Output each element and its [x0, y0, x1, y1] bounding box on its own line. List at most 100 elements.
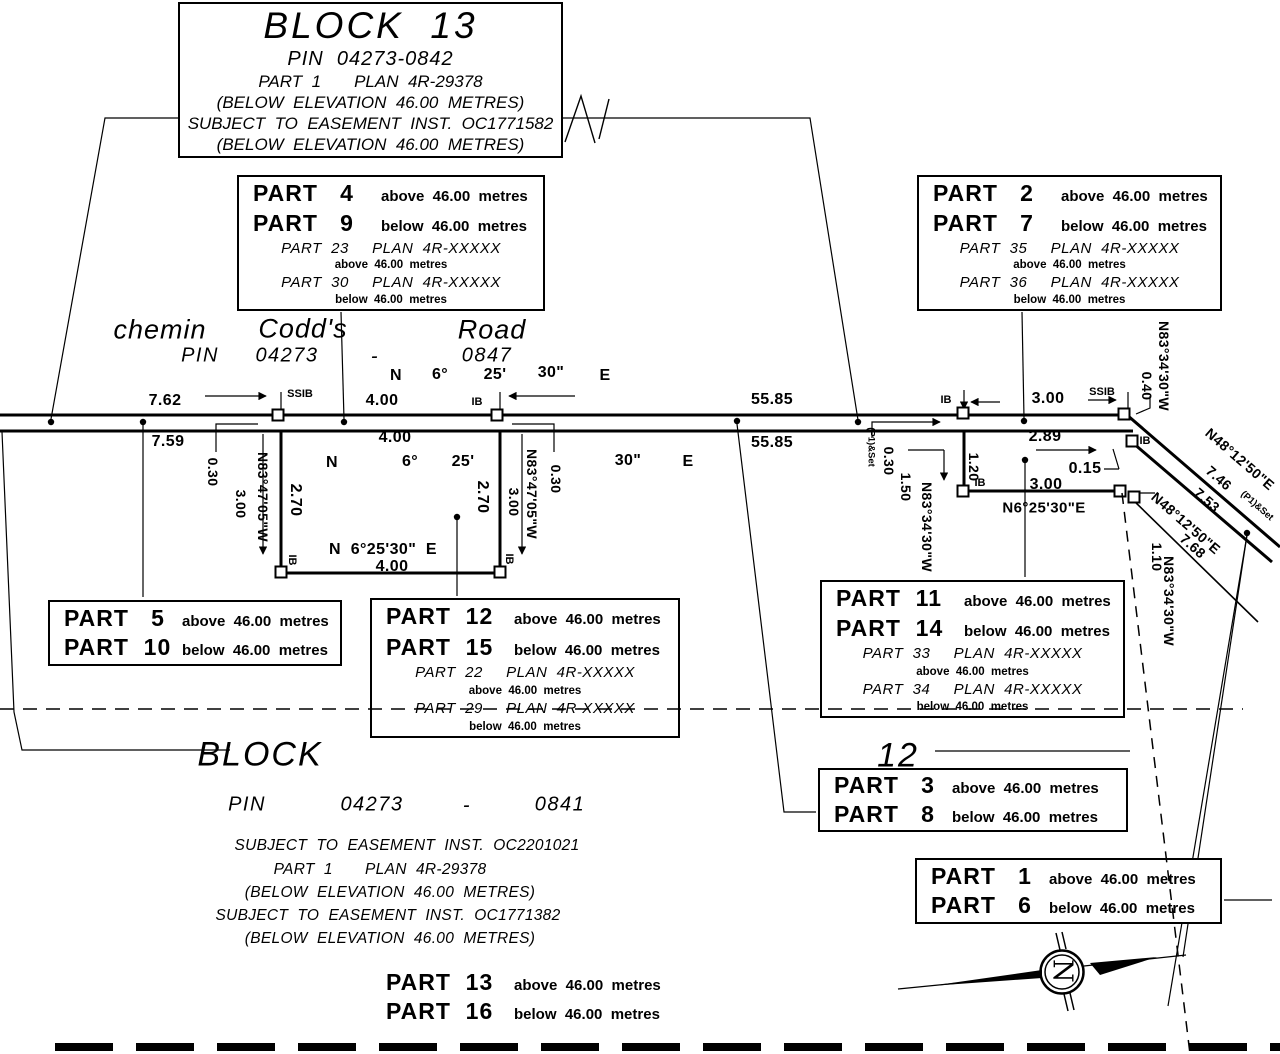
- parcel-bearing-e: E: [682, 453, 694, 470]
- north-arrow-compass: [897, 931, 1187, 1012]
- road-pin-label: PIN: [181, 344, 219, 367]
- bearing-n8334-mid: N83°34'30"W: [919, 481, 935, 573]
- street-name-road: Road: [457, 314, 527, 345]
- block-13-elev1: (BELOW ELEVATION 46.00 METRES): [216, 93, 525, 112]
- elevation-note: above 46.00 metres: [964, 593, 1111, 611]
- part-label: PART 13: [386, 968, 494, 995]
- bearing-n8347-left: N83°47'05"W: [255, 451, 271, 543]
- dim-762: 7.62: [148, 392, 182, 409]
- block-13-pin: PIN 04273-0842: [287, 48, 454, 70]
- elevation-note: below 46.00 metres: [916, 700, 1029, 713]
- street-name-chemin: chemin: [113, 314, 207, 345]
- ib-label: IB: [471, 396, 483, 408]
- compass-north-letter: N: [1046, 958, 1078, 984]
- easement-line-3: (BELOW ELEVATION 46.00 METRES): [244, 884, 536, 901]
- plan-ref: PART 23 PLAN 4R-XXXXX: [281, 239, 501, 257]
- dim-030-left: 0.30: [205, 457, 221, 487]
- block-13-easement: SUBJECT TO EASEMENT INST. OC1771582: [187, 114, 554, 133]
- block-13-title-box: BLOCK 13 PIN 04273-0842 PART 1 PLAN 4R-2…: [178, 2, 563, 158]
- parcel-bearing-deg: 6°: [401, 453, 419, 470]
- dim-400-road: 4.00: [365, 392, 399, 409]
- plan-ref: PART 33 PLAN 4R-XXXXX: [862, 645, 1083, 663]
- parcel-outline-right: [962, 431, 1122, 493]
- dim-5585-top: 55.85: [750, 391, 794, 408]
- road-bearing-n: N: [390, 367, 402, 384]
- easement-line-2: PART 1 PLAN 4R-29378: [273, 861, 487, 878]
- part-label: PART 12: [386, 603, 494, 630]
- ib-label: IB: [286, 554, 298, 566]
- elevation-note: above 46.00 metres: [916, 665, 1029, 678]
- ib-label: IB: [503, 553, 515, 565]
- dim-400-parcel-top: 4.00: [378, 429, 412, 446]
- road-bearing-sec: 30": [537, 364, 565, 381]
- part-4-9-box: PART 4 above 46.00 metres PART 9 below 46.…: [237, 175, 545, 311]
- road-bearing-min: 25': [483, 366, 507, 383]
- parcel-outline-left: [279, 431, 502, 575]
- part-label: PART 15: [386, 633, 494, 660]
- ib-label: IB: [940, 394, 952, 406]
- p1-set-note: (P1)&Set: [865, 427, 877, 467]
- elevation-note: below 46.00 metres: [335, 294, 447, 307]
- road-bearing-deg: 6°: [431, 366, 449, 383]
- block-13-elev2: (BELOW ELEVATION 46.00 METRES): [216, 135, 525, 154]
- part-label: PART 5: [64, 604, 165, 631]
- block12-pin-label: PIN: [228, 793, 266, 816]
- elevation-note: below 46.00 metres: [514, 1006, 660, 1024]
- dim-270-left: 2.70: [287, 483, 304, 517]
- part-label: PART 14: [836, 615, 944, 642]
- elevation-note: below 46.00 metres: [1049, 900, 1195, 918]
- elevation-note: below 46.00 metres: [1061, 217, 1207, 235]
- dim-289: 2.89: [1028, 428, 1062, 445]
- dim-030-p1: 0.30: [881, 446, 897, 476]
- bearing-n62530: N6°25'30"E: [1002, 499, 1086, 517]
- elevation-note: above 46.00 metres: [514, 611, 661, 629]
- bearing-n8334-top: N83°34'30"W: [1156, 320, 1172, 412]
- part-12-15-box: PART 12 above 46.00 metres PART 15 below 4…: [370, 598, 680, 738]
- elevation-note: below 46.00 metres: [1013, 294, 1126, 307]
- dim-015: 0.15: [1068, 460, 1102, 477]
- parcel-bearing-min: 25': [451, 453, 475, 470]
- elevation-note: above 46.00 metres: [468, 684, 582, 697]
- elevation-note: below 46.00 metres: [964, 623, 1110, 641]
- ssib-label: SSIB: [287, 388, 313, 400]
- survey-dots: [47, 417, 1251, 537]
- parcel-bearing-sec: 30": [614, 452, 642, 469]
- part-label: PART 4: [253, 179, 354, 206]
- elevation-note: above 46.00 metres: [1013, 259, 1126, 272]
- easement-line-1: SUBJECT TO EASEMENT INST. OC2201021: [234, 837, 580, 854]
- elevation-note: above 46.00 metres: [334, 259, 448, 272]
- dim-030-right: 0.30: [548, 464, 564, 494]
- dim-400-parcel-bottom: 4.00: [375, 558, 409, 575]
- block-13-title: BLOCK 13: [263, 5, 478, 46]
- bearing-n8334-bottom: N83°34'30"W: [1161, 555, 1177, 647]
- elevation-note: below 46.00 metres: [514, 641, 660, 659]
- elevation-note: above 46.00 metres: [514, 976, 661, 994]
- part-label: PART 11: [836, 585, 942, 612]
- easement-line-5: (BELOW ELEVATION 46.00 METRES): [244, 930, 536, 947]
- part-label: PART 7: [933, 209, 1034, 236]
- road-pin-a: 04273: [255, 344, 319, 367]
- part-label: PART 8: [834, 801, 935, 827]
- plan-ref: PART 35 PLAN 4R-XXXXX: [959, 239, 1180, 257]
- part-label: PART 16: [386, 998, 494, 1025]
- part-11-14-box: PART 11 above 46.00 metres PART 14 below 4…: [820, 580, 1125, 718]
- street-name-codds: Codd's: [258, 313, 348, 344]
- elevation-note: below 46.00 metres: [182, 642, 328, 660]
- ib-label: IB: [974, 477, 986, 489]
- dim-759: 7.59: [151, 433, 185, 450]
- bearing-n8347-right: N83°47'05"W: [524, 448, 540, 540]
- ib-label: IB: [1139, 435, 1151, 447]
- dim-300-right-top: 3.00: [1031, 390, 1065, 407]
- elevation-note: above 46.00 metres: [381, 187, 528, 205]
- dim-040: 0.40: [1139, 371, 1155, 401]
- parcel-bearing-n: N: [326, 454, 338, 471]
- part-label: PART 9: [253, 209, 354, 236]
- plan-ref: PART 36 PLAN 4R-XXXXX: [959, 274, 1180, 292]
- block-13-part-plan: PART 1 PLAN 4R-29378: [258, 72, 483, 91]
- elevation-note: below 46.00 metres: [469, 720, 581, 733]
- plan-ref: PART 22 PLAN 4R-XXXXX: [415, 664, 635, 682]
- parcel-bottom-bearing: N 6°25'30" E: [329, 541, 437, 558]
